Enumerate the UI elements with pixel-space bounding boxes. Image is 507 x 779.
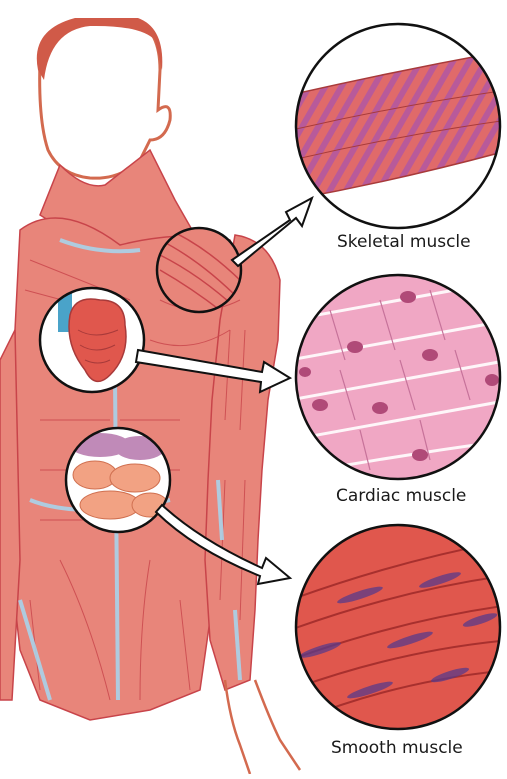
- arrow-to-skeletal: [232, 198, 312, 266]
- smooth-muscle-circle: [290, 520, 507, 740]
- cardiac-muscle-circle: [290, 270, 507, 490]
- smooth-muscle-label: Smooth muscle: [331, 738, 463, 758]
- cardiac-muscle-label: Cardiac muscle: [336, 486, 466, 506]
- heart-inset: [40, 288, 144, 392]
- skeletal-muscle-label: Skeletal muscle: [337, 232, 471, 252]
- skeletal-muscle-circle: [280, 20, 507, 240]
- intestine-inset: [66, 428, 170, 532]
- hand-outline: [225, 680, 300, 774]
